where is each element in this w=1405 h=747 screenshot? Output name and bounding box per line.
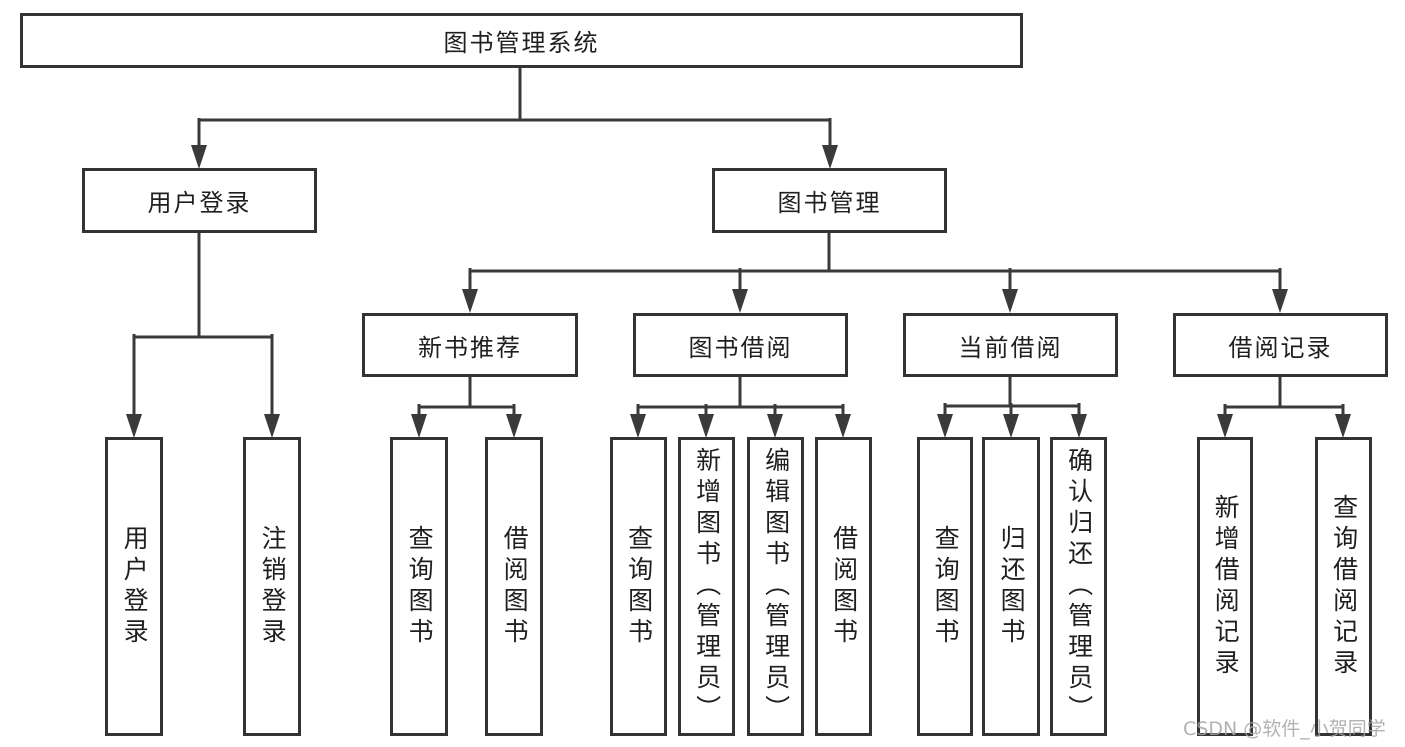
arrow-head (1003, 414, 1019, 438)
arrow-head (698, 414, 714, 438)
node-leaf-add-borrow-record: 新增借阅记录 (1197, 437, 1253, 736)
node-leaf-search-books-3: 查询图书 (917, 437, 973, 736)
arrow-head (822, 145, 838, 169)
node-current-borrowing: 当前借阅 (903, 313, 1118, 377)
node-leaf-borrow-books-1: 借阅图书 (485, 437, 543, 736)
arrow-head (1217, 414, 1233, 438)
arrow-head (732, 289, 748, 313)
connector-current-borrowing-to-leaves (937, 377, 1087, 438)
leaf-label: 归还图书 (997, 524, 1027, 649)
arrow-head (937, 414, 953, 438)
leaf-label: 注销登录 (258, 524, 288, 649)
leaf-label: 查询图书 (624, 524, 654, 649)
arrow-head (835, 414, 851, 438)
arrow-head (1002, 289, 1018, 313)
node-leaf-search-books-1: 查询图书 (390, 437, 448, 736)
node-leaf-borrow-books-2: 借阅图书 (815, 437, 872, 736)
node-book-borrowing: 图书借阅 (633, 313, 848, 377)
node-borrowing-records-label: 借阅记录 (1228, 333, 1333, 362)
node-book-management-label: 图书管理 (777, 189, 882, 217)
node-leaf-user-login: 用户登录 (105, 437, 163, 736)
arrow-head (264, 414, 280, 438)
node-leaf-add-book-admin: 新增图书（管理员） (678, 437, 735, 736)
arrow-head (191, 145, 207, 169)
node-user-login-label: 用户登录 (147, 189, 252, 217)
node-root-label: 图书管理系统 (443, 29, 600, 57)
leaf-label: 查询图书 (405, 524, 435, 649)
node-new-book-recommend: 新书推荐 (362, 313, 578, 377)
leaf-label: 编辑图书（管理员） (761, 447, 791, 726)
arrow-head (1071, 414, 1087, 438)
node-leaf-logout: 注销登录 (243, 437, 301, 736)
leaf-label: 查询借阅记录 (1329, 493, 1359, 680)
node-root: 图书管理系统 (20, 13, 1023, 68)
arrow-head (1335, 414, 1351, 438)
node-book-management: 图书管理 (712, 168, 947, 233)
leaf-label: 确认归还（管理员） (1064, 447, 1094, 726)
node-current-borrowing-label: 当前借阅 (958, 333, 1063, 362)
leaf-label: 借阅图书 (500, 524, 530, 649)
leaf-label: 新增图书（管理员） (692, 447, 722, 726)
node-new-book-recommend-label: 新书推荐 (418, 333, 522, 362)
connector-book-management-to-level3 (462, 233, 1288, 313)
arrow-head (630, 414, 646, 438)
arrow-head (1272, 289, 1288, 313)
node-leaf-search-books-2: 查询图书 (610, 437, 667, 736)
node-leaf-confirm-return-admin: 确认归还（管理员） (1050, 437, 1107, 736)
node-leaf-return-book: 归还图书 (982, 437, 1040, 736)
leaf-label: 新增借阅记录 (1211, 493, 1241, 680)
arrow-head (411, 414, 427, 438)
arrow-head (767, 414, 783, 438)
node-leaf-edit-book-admin: 编辑图书（管理员） (747, 437, 804, 736)
node-book-borrowing-label: 图书借阅 (688, 333, 793, 362)
leaf-label: 借阅图书 (829, 524, 859, 649)
leaf-label: 用户登录 (120, 524, 150, 649)
connector-user-login-to-leaves (126, 233, 280, 438)
connector-book-borrowing-to-leaves (630, 377, 851, 438)
connector-new-book-recommend-to-leaves (411, 377, 522, 438)
arrow-head (506, 414, 522, 438)
arrow-head (126, 414, 142, 438)
arrow-head (462, 289, 478, 313)
node-borrowing-records: 借阅记录 (1173, 313, 1388, 377)
connector-root-to-level2 (191, 68, 838, 169)
node-user-login: 用户登录 (82, 168, 317, 233)
leaf-label: 查询图书 (931, 524, 961, 649)
connector-borrowing-records-to-leaves (1217, 377, 1351, 438)
node-leaf-search-borrow-record: 查询借阅记录 (1315, 437, 1372, 736)
csdn-watermark: CSDN @软件_小贺同学 (1183, 718, 1386, 740)
